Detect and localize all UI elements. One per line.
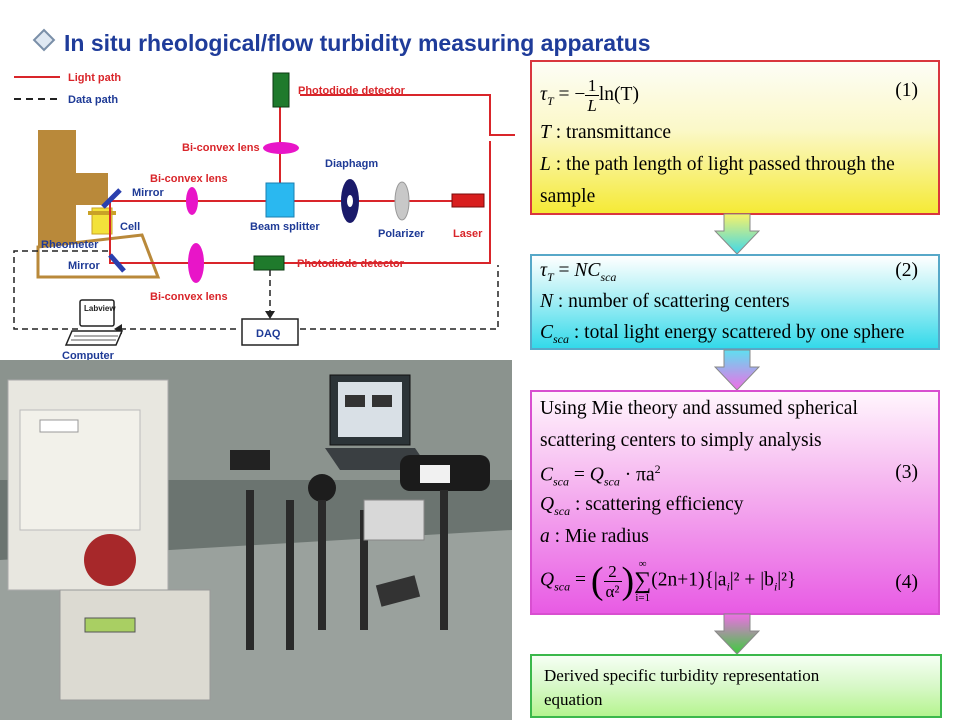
bi-convex-top-label: Bi-convex lens xyxy=(182,142,260,154)
bi-convex-bottom-label: Bi-convex lens xyxy=(150,291,228,303)
laptop-window-1 xyxy=(345,395,365,407)
photo-diaphragm xyxy=(308,474,336,502)
mirror-top-label: Mirror xyxy=(132,187,165,199)
equation-box-2: τT = NCsca (2) N : number of scattering … xyxy=(530,254,940,350)
definition-csca: Csca : total light energy scattered by o… xyxy=(540,322,905,346)
legend-data-label: Data path xyxy=(68,94,118,106)
summation: ∞∑i=1 xyxy=(634,558,652,604)
diamond-bullet-icon xyxy=(32,28,56,52)
apparatus-photo xyxy=(0,360,512,720)
mie-intro-line-2: scattering centers to simply analysis xyxy=(540,430,822,451)
down-arrow-1 xyxy=(714,213,760,255)
detector-housing xyxy=(230,450,270,470)
laptop-window-2 xyxy=(372,395,392,407)
rheometer-arm xyxy=(38,130,108,247)
diaphragm-label: Diaphagm xyxy=(325,158,378,170)
definition-a: a : Mie radius xyxy=(540,526,649,547)
page-title: In situ rheological/flow turbidity measu… xyxy=(32,28,651,57)
laptop-keyboard xyxy=(64,330,124,346)
definition-n: N : number of scattering centers xyxy=(540,291,790,312)
diaphragm-aperture xyxy=(347,195,353,207)
bi-convex-lens-top xyxy=(263,142,299,154)
down-arrow-2 xyxy=(714,349,760,391)
rheometer-head xyxy=(19,409,141,531)
bi-convex-mid-label: Bi-convex lens xyxy=(150,173,228,185)
rheometer-label: Rheometer xyxy=(41,239,99,251)
conclusion-line-1: Derived specific turbidity representatio… xyxy=(544,666,820,685)
computer-label: Computer xyxy=(62,350,115,360)
mirror-bottom-label: Mirror xyxy=(68,260,101,272)
cell-cap xyxy=(88,211,116,215)
down-arrow-3-shape xyxy=(714,613,760,655)
down-arrow-2-shape xyxy=(714,349,760,391)
sigma-icon: ∑ xyxy=(634,568,652,594)
mirror-bottom xyxy=(108,253,126,273)
post-2 xyxy=(246,490,254,650)
laser-label: Laser xyxy=(453,228,483,240)
equation-3-number: (3) xyxy=(895,462,918,483)
equation-box-3: Using Mie theory and assumed spherical s… xyxy=(530,390,940,615)
polarizer xyxy=(394,181,410,221)
post-3 xyxy=(286,500,294,650)
paren-close: ) xyxy=(621,560,635,602)
equation-2: τT = NCsca xyxy=(540,260,617,284)
daq-label: DAQ xyxy=(256,328,281,340)
rheometer-base xyxy=(36,233,161,279)
photodiode-top xyxy=(272,72,290,108)
mie-intro-line-1: Using Mie theory and assumed spherical xyxy=(540,398,858,419)
data-path-rheometer xyxy=(13,250,108,330)
post-5 xyxy=(440,490,448,630)
legend-light-label: Light path xyxy=(68,72,121,84)
labview-label: Labview xyxy=(84,304,116,313)
conclusion-line-2: equation xyxy=(544,690,603,709)
post-4 xyxy=(360,510,368,630)
conclusion-box: Derived specific turbidity representatio… xyxy=(530,654,942,718)
sample-stage xyxy=(84,534,136,586)
definition-t: T : transmittance xyxy=(540,122,672,143)
photodiode-bottom-label: Photodiode detector xyxy=(297,258,405,270)
data-path-top-detector xyxy=(300,265,499,330)
paren-open: ( xyxy=(590,560,604,602)
definition-l-cont: sample xyxy=(540,186,596,207)
component-box xyxy=(363,499,425,541)
beam-splitter-label: Beam splitter xyxy=(250,221,320,233)
light-path-to-box1 xyxy=(300,94,515,136)
beam-splitter xyxy=(265,182,295,218)
rheometer-tag xyxy=(39,419,79,433)
mirror-top xyxy=(101,188,122,209)
apparatus-diagram: Light path Data path Rheometer Cell Phot… xyxy=(13,72,515,360)
rheometer-display xyxy=(84,617,136,633)
photodiode-top-label: Photodiode detector xyxy=(298,85,406,97)
definition-l: L : the path length of light passed thro… xyxy=(540,154,895,175)
equation-4-number: (4) xyxy=(895,572,918,593)
rheometer-controller xyxy=(59,589,211,701)
data-arrow-daq xyxy=(265,311,275,319)
equation-2-number: (2) xyxy=(895,260,918,281)
daq-box xyxy=(241,318,299,346)
cell-label: Cell xyxy=(120,221,140,233)
bi-convex-lens-bottom xyxy=(188,243,204,283)
tool xyxy=(375,575,421,607)
post-1 xyxy=(318,500,326,630)
equation-3: Csca = Qsca · πa2 xyxy=(540,462,661,489)
definition-qsca: Qsca : scattering efficiency xyxy=(540,494,744,518)
equation-1-number: (1) xyxy=(895,80,918,101)
laser xyxy=(451,193,485,208)
down-arrow-1-shape xyxy=(714,213,760,255)
laser-label-sticker xyxy=(420,465,450,483)
laptop-display xyxy=(338,382,402,437)
photodiode-bottom xyxy=(253,255,285,271)
bi-convex-lens-mid xyxy=(186,187,198,215)
apparatus-photo-drawing xyxy=(0,360,512,720)
polarizer-label: Polarizer xyxy=(378,228,425,240)
light-path-bottom xyxy=(282,141,491,264)
down-arrow-3 xyxy=(714,613,760,655)
laptop-screen xyxy=(79,299,115,327)
